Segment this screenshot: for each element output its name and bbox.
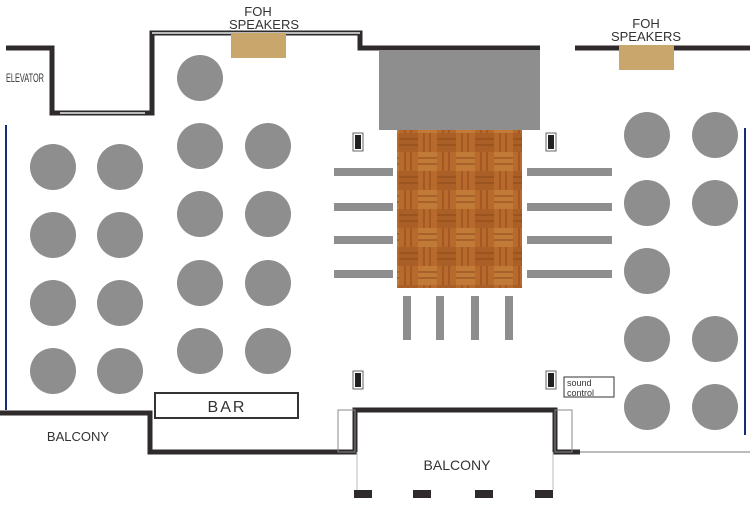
round-table (245, 260, 291, 306)
chair-row-right (527, 270, 612, 278)
sound-control-label-1: sound (567, 378, 592, 388)
chair-column (471, 296, 479, 340)
chair-row-right (527, 168, 612, 176)
round-table (624, 316, 670, 362)
round-table (30, 280, 76, 326)
round-table (177, 55, 223, 101)
elevator-label: ELEVATOR (6, 71, 44, 85)
round-table (97, 348, 143, 394)
bar-label: BAR (208, 399, 247, 416)
sound-control-label-2: control (567, 388, 594, 398)
round-table (30, 144, 76, 190)
foh-speaker-left (231, 33, 286, 58)
round-table (177, 191, 223, 237)
round-table (177, 123, 223, 169)
round-table (692, 316, 738, 362)
sound-control-box (563, 376, 615, 398)
round-table (624, 384, 670, 430)
monitor-speaker-core (548, 373, 554, 387)
chair-row-right (527, 236, 612, 244)
chair-row-left (334, 203, 393, 211)
round-table (30, 348, 76, 394)
walls (0, 30, 750, 498)
round-table (97, 280, 143, 326)
bar (154, 392, 299, 419)
round-table (692, 112, 738, 158)
round-table (624, 180, 670, 226)
foh-right-label-1: FOH (632, 16, 659, 31)
round-table (624, 248, 670, 294)
round-table (177, 328, 223, 374)
round-table (692, 180, 738, 226)
round-table (692, 384, 738, 430)
round-table (177, 260, 223, 306)
dance-floor (397, 130, 522, 288)
chair-row-left (334, 270, 393, 278)
balcony-left-label: BALCONY (47, 429, 109, 444)
foh-speaker-right (619, 45, 674, 70)
round-table (245, 191, 291, 237)
round-table (624, 112, 670, 158)
chair-row-left (334, 168, 393, 176)
foh-left-label-2: SPEAKERS (229, 17, 299, 32)
balcony-center-label: BALCONY (424, 457, 492, 473)
monitor-speaker-core (355, 135, 361, 149)
round-table (245, 328, 291, 374)
round-table (97, 212, 143, 258)
monitor-speaker-core (355, 373, 361, 387)
chair-column (505, 296, 513, 340)
foh-left-label-1: FOH (244, 4, 271, 19)
monitor-speaker-core (548, 135, 554, 149)
chair-column (436, 296, 444, 340)
foh-right-label-2: SPEAKERS (611, 29, 681, 44)
round-table (245, 123, 291, 169)
chair-row-left (334, 236, 393, 244)
round-table (30, 212, 76, 258)
stage (379, 50, 540, 130)
chair-column (403, 296, 411, 340)
round-table (97, 144, 143, 190)
chair-row-right (527, 203, 612, 211)
